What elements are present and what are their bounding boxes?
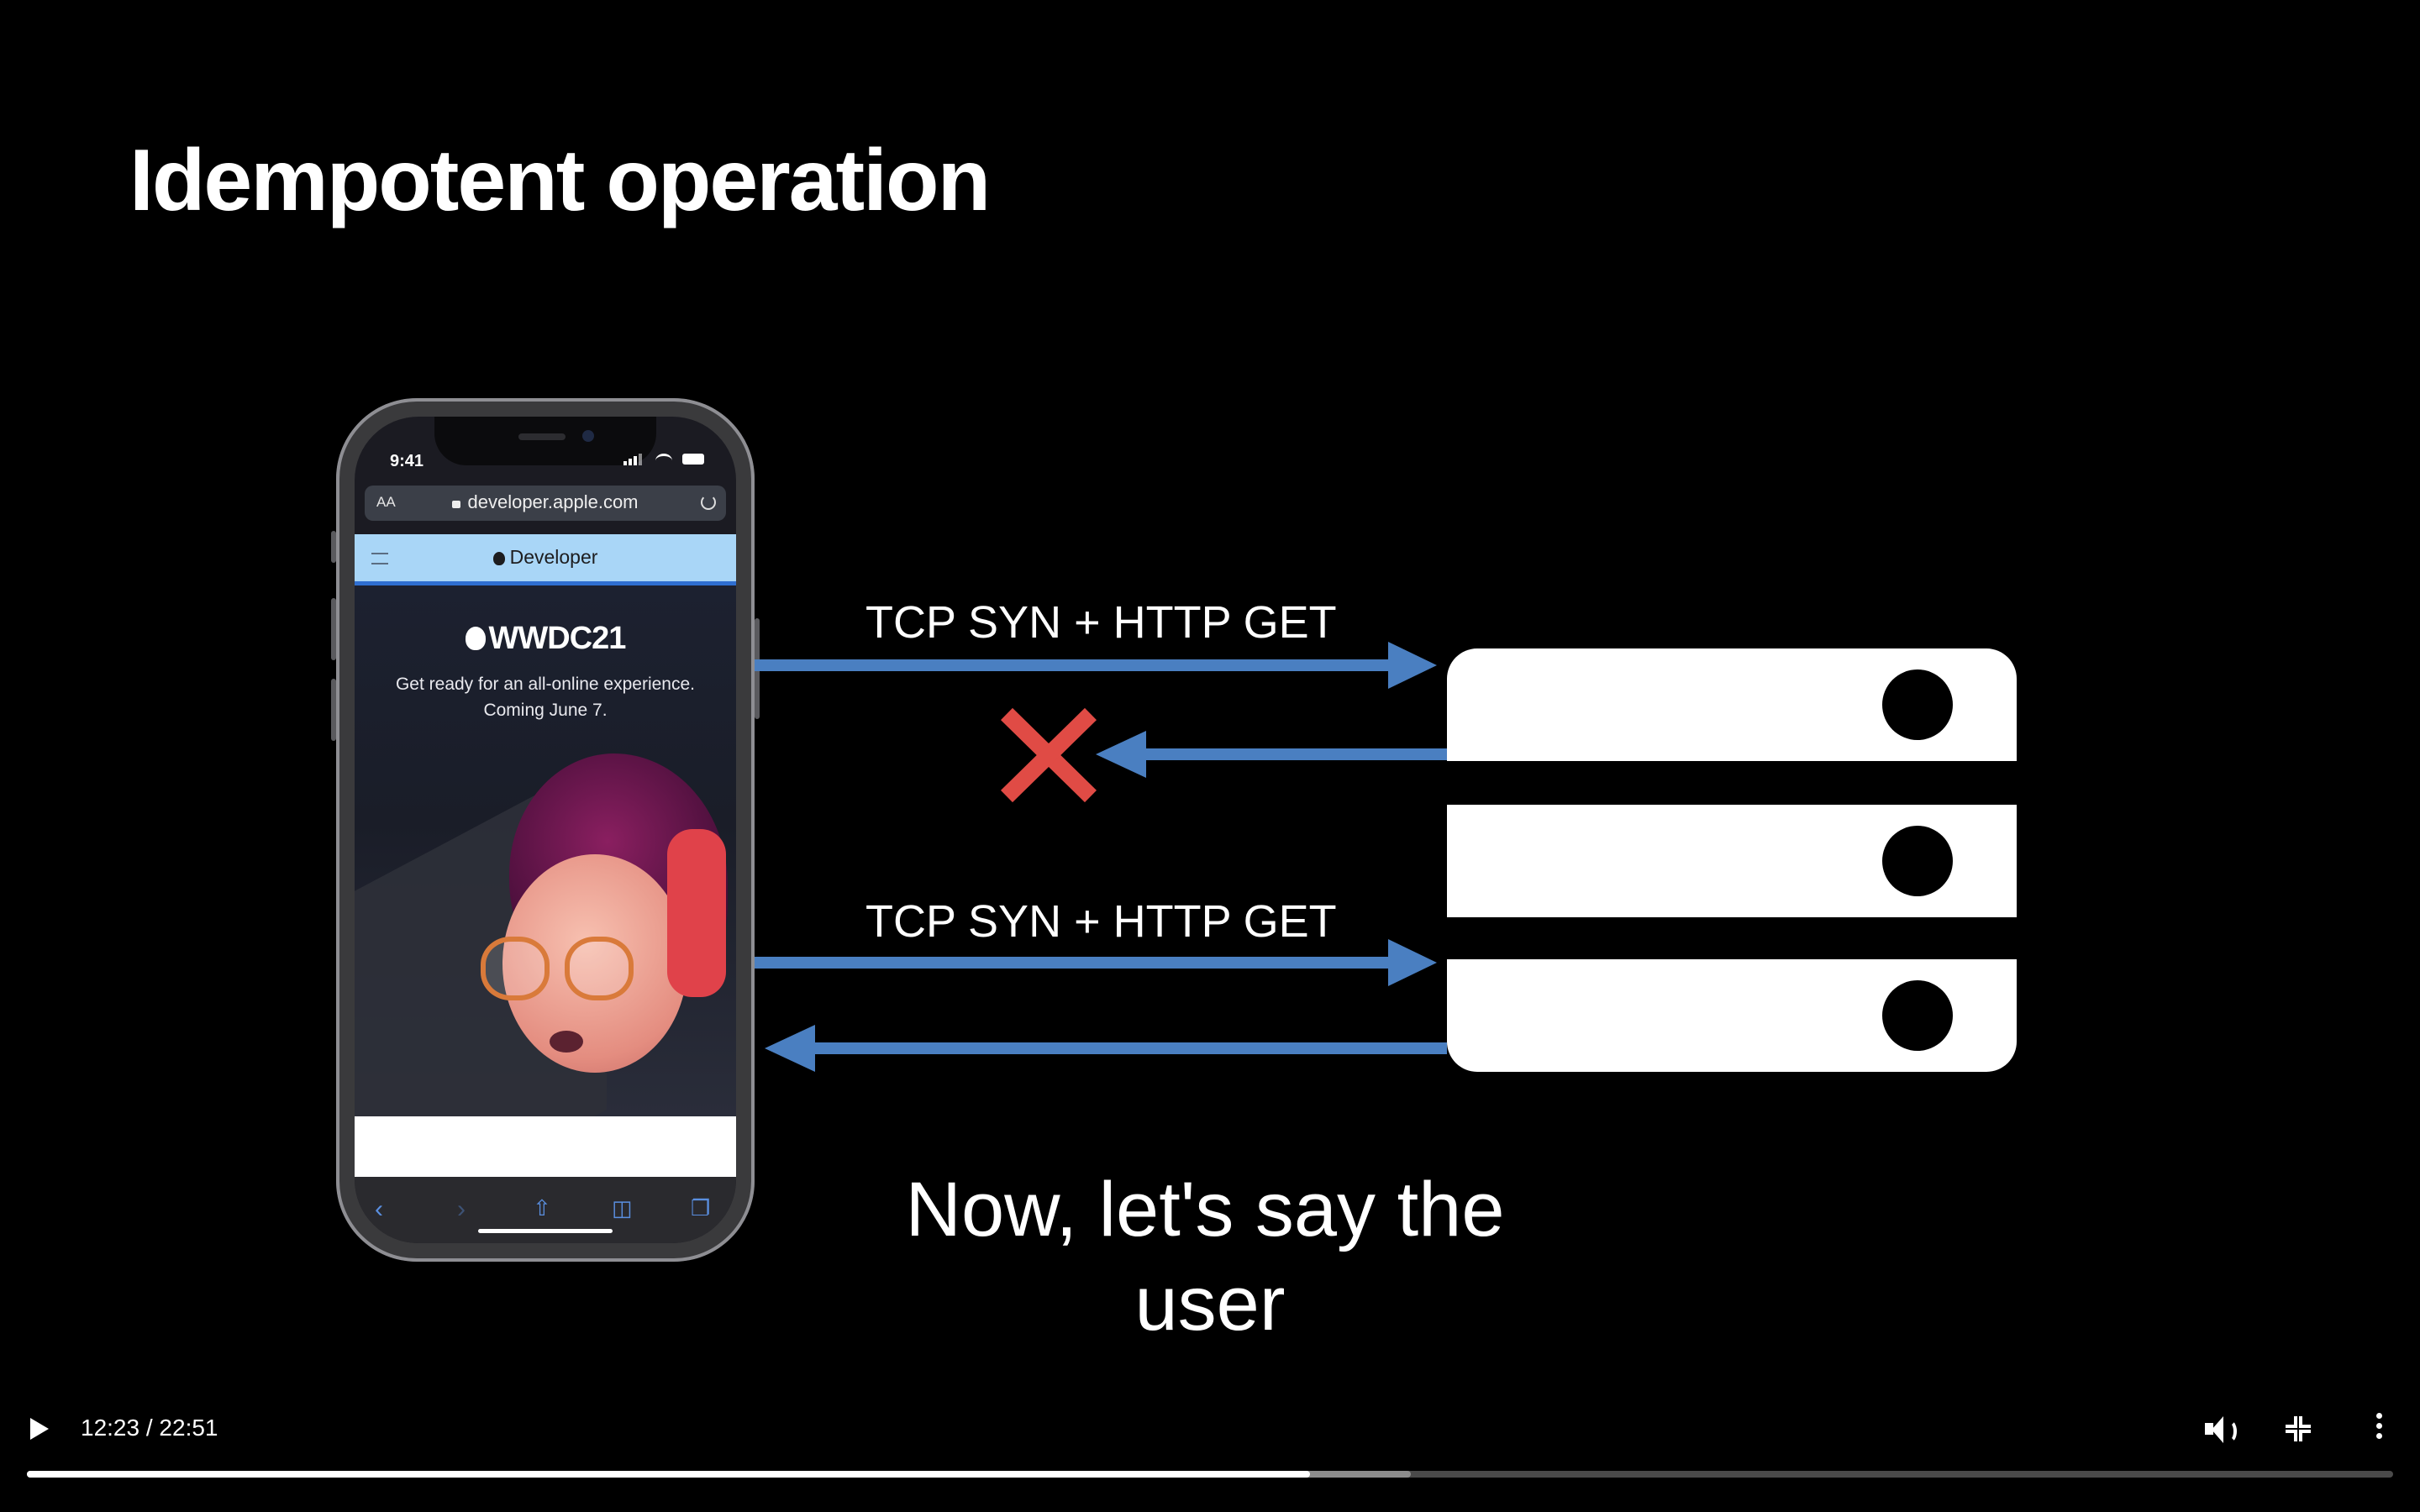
server-unit <box>1447 648 2017 761</box>
phone-volume-up <box>331 598 336 660</box>
promo-title: WWDC21 <box>488 621 627 656</box>
memoji-mouth <box>550 1031 583 1053</box>
menu-icon <box>371 553 388 564</box>
bookmarks-icon: ◫ <box>612 1195 633 1221</box>
caption-line: user <box>1134 1261 1286 1347</box>
duration: 22:51 <box>159 1415 218 1441</box>
server-indicator <box>1882 980 1953 1051</box>
developer-site-header: Developer <box>355 534 736 585</box>
request2-arrow <box>755 939 1437 986</box>
home-indicator <box>478 1229 613 1233</box>
url-text: developer.apple.com <box>467 491 639 512</box>
server-indicator <box>1882 826 1953 896</box>
wwdc-promo: WWDC21 Get ready for an all-online exper… <box>355 585 736 1116</box>
battery-icon <box>682 454 704 465</box>
response2-arrow <box>765 1025 1447 1072</box>
lock-icon <box>452 501 461 508</box>
phone-screen: 9:41 AA developer.apple.com Developer <box>355 417 736 1243</box>
status-icons <box>623 454 704 465</box>
volume-icon[interactable] <box>2203 1415 2237 1445</box>
time-display: 12:23 / 22:51 <box>81 1415 218 1441</box>
browser-toolbar: ‹ › ⇧ ◫ ❐ <box>355 1177 736 1243</box>
progress-bar[interactable] <box>27 1471 2393 1478</box>
text-size-button: AA <box>376 494 396 510</box>
site-name: Developer <box>509 546 598 568</box>
video-controls: 12:23 / 22:51 <box>0 1394 2420 1512</box>
server-unit <box>1447 805 2017 917</box>
page-blank-area <box>355 1116 736 1177</box>
promo-subtitle: Get ready for an all-online experience. … <box>395 675 696 720</box>
wifi-icon <box>655 454 672 468</box>
current-time: 12:23 <box>81 1415 140 1441</box>
phone-mockup: 9:41 AA developer.apple.com Developer <box>331 398 760 1262</box>
browser-address-bar: AA developer.apple.com <box>365 486 726 521</box>
play-icon[interactable] <box>30 1418 49 1440</box>
request1-label: TCP SYN + HTTP GET <box>865 597 1337 648</box>
failure-x-mark <box>1001 707 1097 803</box>
memoji-glasses-left <box>481 937 550 1000</box>
server-indicator <box>1882 669 1953 740</box>
status-time: 9:41 <box>390 452 424 470</box>
share-icon: ⇧ <box>533 1195 551 1221</box>
request2-label: TCP SYN + HTTP GET <box>865 896 1337 947</box>
phone-volume-down <box>331 679 336 741</box>
back-icon: ‹ <box>375 1195 383 1223</box>
apple-logo-icon <box>492 552 505 565</box>
forward-icon: › <box>457 1195 466 1223</box>
phone-silent-switch <box>331 531 336 563</box>
exit-fullscreen-icon[interactable] <box>2286 1416 2311 1441</box>
response1-arrow-failed <box>1096 731 1447 778</box>
phone-notch <box>434 417 656 465</box>
more-options-icon[interactable] <box>2375 1413 2383 1446</box>
memoji-glasses-right <box>565 937 634 1000</box>
subtitle-caption: Now, let's say the user <box>0 1163 2420 1351</box>
apple-logo-icon <box>465 627 486 650</box>
caption-line: Now, let's say the <box>905 1167 1505 1252</box>
server-unit <box>1447 959 2017 1072</box>
reload-icon <box>701 495 716 510</box>
slide-title: Idempotent operation <box>129 132 991 229</box>
request1-arrow <box>755 642 1437 689</box>
tabs-icon: ❐ <box>691 1195 711 1221</box>
memoji-headphones <box>667 829 726 997</box>
progress-played <box>27 1471 1311 1478</box>
